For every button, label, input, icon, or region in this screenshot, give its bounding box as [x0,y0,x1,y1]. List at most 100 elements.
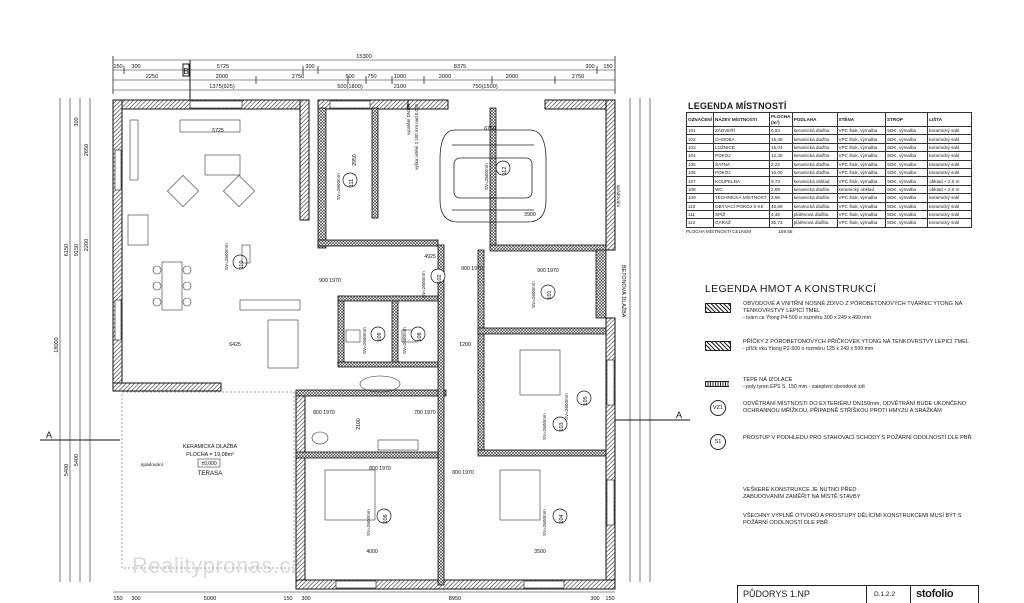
materials-legend-title: LEGENDA HMOT A KONSTRUKCÍ [705,283,877,295]
room-legend-cell: keramický sokl [927,151,972,161]
svg-text:4925: 4925 [424,254,436,260]
room-legend-cell: keramická obklad [791,176,838,186]
svg-text:SV=2600mm: SV=2600mm [531,281,536,308]
svg-text:SV=2600mm: SV=2600mm [542,509,547,536]
room-legend-cell: 9,73 [769,176,793,186]
vent-note-2: výška ústění 2 100 mm nad 0,000 [414,104,419,170]
vent-symbol-icon: VZ1 [710,400,726,416]
room-legend-cell: keramický sokl [927,167,972,178]
svg-text:SV=2600mm: SV=2600mm [542,413,547,440]
room-legend-cell: 106 [686,167,714,178]
dim: 150 [605,596,614,602]
room-legend-cell: 12,35 [769,151,793,161]
room-legend-cell: VPC štuk, výmalba [836,142,887,153]
interior-walls [295,107,607,586]
svg-text:B: B [183,67,188,76]
terrace-floor-type: KERAMICKÁ DLAŽBA [183,442,238,450]
room-legend-cell: ZÁDVEŘÍ [713,125,770,136]
room-legend-table: OZNAČENÍ NÁZEV MÍSTNOSTI PLOCHA (m²) POD… [686,112,972,228]
dim: 2650 [84,144,90,156]
room-legend-cell: 6,93 [769,125,793,136]
svg-text:106: 106 [383,514,389,523]
room-legend-cell: 110 [686,201,714,211]
hatch-partition-icon [705,341,731,351]
svg-text:A: A [46,430,52,440]
svg-text:105: 105 [583,396,589,405]
room-legend-cell: keramický sokl [927,159,972,169]
room-legend-title: LEGENDA MÍSTNOSTÍ [688,101,787,111]
right-dimensions [629,98,651,582]
dim: 300 [131,64,140,70]
dim: 1000 [394,74,406,80]
room-legend-cell: VPC štuk, výmalba [836,159,887,169]
dim: 500(1800) [337,84,363,90]
terrace-outline [121,391,295,569]
section-marker-a-right: A [612,410,690,421]
terrace-area: PLOCHA = 19,08m² [186,452,234,458]
room-legend-cell: VPC štuk, výmalba [836,201,887,211]
room-legend-cell: keramický sokl [927,125,972,136]
svg-text:800 1970: 800 1970 [313,410,335,416]
room-legend-cell: SDK, výmalba [884,209,929,220]
dim: 5400 [64,464,70,476]
svg-text:SV=2600mm: SV=2600mm [484,163,489,190]
svg-text:A: A [676,410,682,420]
room-legend-cell: 104 [686,151,714,161]
room-legend-cell: VPC štuk, výmalba [836,134,887,144]
room-legend-cell: plátěnová dlažba [791,209,838,220]
room-legend-cell: SDK, výmalba [884,184,929,195]
svg-text:SV=2600mm: SV=2600mm [366,509,371,536]
room-legend-cell: keramický sokl [927,209,972,220]
svg-text:SV=2600mm: SV=2600mm [421,271,426,298]
left-dimensions [59,98,91,582]
section-marker-a-left: A [40,430,120,441]
room-legend-cell: VPC štuk, výmalba [836,209,887,220]
room-legend-cell: 111 [686,209,714,220]
room-legend-cell: 102 [686,134,714,144]
dim: 500 [345,74,354,80]
svg-text:110: 110 [239,261,245,270]
room-legend-cell: SDK, výmalba [884,193,929,203]
dining-table [152,261,192,311]
stairs-symbol-icon: S1 [710,434,726,450]
room-legend-cell: VPC štuk, výmalba [836,167,887,178]
room-legend-cell: POKOJ [713,167,770,178]
dim: 1375(925) [209,84,235,90]
room-legend-cell: keramický sokl [927,193,972,203]
dim: 2250 [146,74,158,80]
room-legend-cell: 103 [686,142,714,153]
company-logo: stofolio [916,588,954,600]
dim: 300 [305,64,314,70]
room-legend-cell: keramická dlažba [791,167,838,178]
svg-text:SV=2600mm: SV=2600mm [362,327,367,354]
interior-dimensions: 5725 6750 6425 4925 3900 4000 3500 2950 … [212,126,559,555]
room-legend-cell: 15,35 [769,134,793,144]
room-legend-cell: obklad + 2,0 m [927,176,972,186]
room-legend-cell: plátěnová dlažba [791,218,838,228]
room-legend-cell: 107 [686,176,714,186]
room-legend-cell: keramický sokl [927,201,972,211]
section-marker-b: B [182,60,191,100]
svg-text:5725: 5725 [212,128,224,134]
dim: 8950 [449,596,461,602]
paving-label: BETONOVÁ DLAŽBA [620,265,628,318]
dim: 300 [585,64,594,70]
dim: 150 [603,64,612,70]
room-legend-cell: keramická dlažba [791,201,838,211]
room-legend-cell: 3,56 [769,193,793,203]
svg-text:102: 102 [437,274,443,283]
legend-item-vent: VZ1 ODVĚTRÁNÍ MÍSTNOSTI DO EXTERIÉRU DN1… [705,400,975,435]
dim-total-depth: 18000 [54,337,60,353]
room-legend-cell: keramická dlažba [791,159,838,169]
room-legend-cell: 109 [686,193,714,203]
room-legend-cell: keramická dlažba [791,184,838,195]
